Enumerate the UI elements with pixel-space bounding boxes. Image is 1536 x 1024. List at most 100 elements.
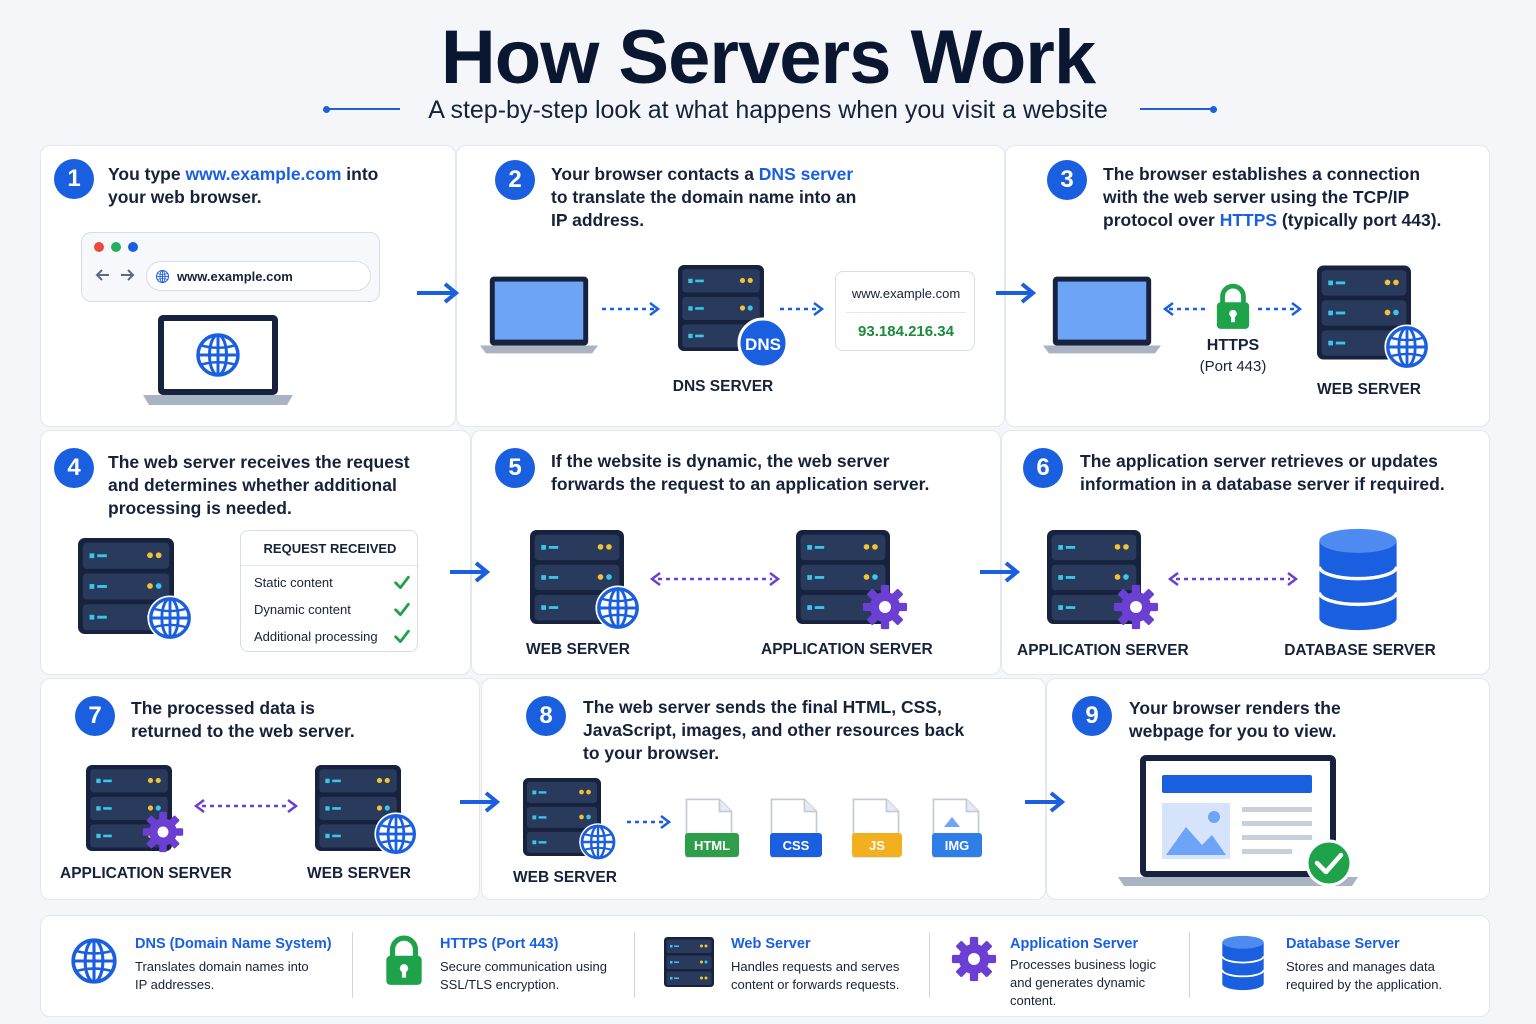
step-2-badge: 2 bbox=[495, 160, 535, 200]
application-server-label: APPLICATION SERVER bbox=[60, 865, 232, 882]
step-5-text: If the website is dynamic, the web serve… bbox=[551, 451, 930, 494]
address-bar[interactable]: www.example.com bbox=[146, 261, 371, 291]
divider bbox=[241, 565, 419, 566]
legend-title-database-server: Database Server bbox=[1286, 936, 1400, 952]
step-7-text: The processed data is returned to the we… bbox=[131, 698, 355, 741]
web-server-label: WEB SERVER bbox=[513, 869, 617, 886]
step-6-badge: 6 bbox=[1023, 448, 1063, 488]
server-icon bbox=[664, 937, 714, 987]
step-1-badge: 1 bbox=[54, 159, 94, 199]
step-2-text: Your browser contacts a DNS server to tr… bbox=[551, 164, 857, 230]
legend-separator bbox=[634, 932, 635, 998]
file-label: JS bbox=[869, 838, 885, 853]
file-label: IMG bbox=[945, 838, 970, 853]
step-5-badge: 5 bbox=[495, 448, 535, 488]
dns-badge-label: DNS bbox=[745, 335, 781, 354]
check-icon bbox=[394, 575, 410, 589]
back-arrow-icon[interactable] bbox=[94, 267, 112, 283]
step-8-text: The web server sends the final HTML, CSS… bbox=[583, 697, 965, 763]
legend-title-dns: DNS (Domain Name System) bbox=[135, 936, 332, 952]
legend-desc-database-server: Stores and manages data required by the … bbox=[1286, 959, 1443, 992]
arrow-step-7-8 bbox=[460, 791, 501, 813]
dotted-double-arrow-icon bbox=[1167, 572, 1299, 586]
web-server-icon bbox=[78, 538, 194, 642]
dotted-double-arrow-icon bbox=[193, 799, 299, 813]
legend-desc-https: Secure communication using SSL/TLS encry… bbox=[440, 959, 607, 992]
legend-desc-application-server: Processes business logic and generates d… bbox=[1010, 957, 1156, 1008]
check-icon bbox=[394, 629, 410, 643]
js-file-icon: JS bbox=[852, 798, 902, 858]
dns-server-label: DNS SERVER bbox=[672, 378, 774, 395]
request-item: Additional processing bbox=[254, 629, 378, 644]
dotted-arrow-icon bbox=[780, 302, 825, 316]
step-5-panel bbox=[471, 430, 1001, 675]
lock-icon bbox=[1214, 283, 1252, 331]
gear-icon bbox=[951, 936, 997, 982]
dotted-arrow-icon bbox=[602, 302, 661, 316]
legend-title-application-server: Application Server bbox=[1010, 936, 1139, 952]
web-server-icon bbox=[530, 530, 642, 632]
step-8-badge: 8 bbox=[526, 696, 566, 736]
request-box-title: REQUEST RECEIVED bbox=[263, 541, 397, 556]
dns-lookup-ip: 93.184.216.34 bbox=[858, 323, 954, 340]
step-4-text: The web server receives the request and … bbox=[108, 452, 410, 518]
legend-desc-web-server: Handles requests and serves content or f… bbox=[731, 959, 900, 992]
web-server-label: WEB SERVER bbox=[526, 641, 630, 658]
laptop-icon bbox=[480, 276, 598, 354]
globe-icon bbox=[68, 935, 120, 987]
file-label: CSS bbox=[783, 838, 810, 853]
legend-title-web-server: Web Server bbox=[731, 936, 811, 952]
application-server-icon bbox=[86, 765, 184, 853]
step-6-text: The application server retrieves or upda… bbox=[1080, 451, 1445, 494]
browser-window: www.example.com bbox=[81, 232, 380, 302]
address-bar-url: www.example.com bbox=[177, 269, 293, 284]
legend-separator bbox=[352, 932, 353, 998]
arrow-step-5-6 bbox=[980, 561, 1021, 583]
application-server-icon bbox=[1047, 530, 1159, 630]
css-file-icon: CSS bbox=[770, 798, 822, 858]
arrow-step-1-2 bbox=[417, 282, 460, 304]
application-server-label: APPLICATION SERVER bbox=[1017, 642, 1189, 659]
html-file-icon: HTML bbox=[685, 798, 739, 858]
request-item: Static content bbox=[254, 575, 333, 590]
dns-lookup-domain: www.example.com bbox=[851, 286, 961, 301]
check-icon bbox=[394, 602, 410, 616]
laptop-webpage-icon bbox=[1118, 755, 1358, 887]
step-7-badge: 7 bbox=[75, 696, 115, 736]
step-4-badge: 4 bbox=[54, 448, 94, 488]
legend-title-https: HTTPS (Port 443) bbox=[440, 936, 559, 952]
file-label: HTML bbox=[694, 838, 730, 853]
application-server-icon bbox=[796, 530, 908, 630]
request-received-box: REQUEST RECEIVED Static content Dynamic … bbox=[240, 530, 419, 652]
globe-icon bbox=[155, 269, 170, 284]
step-3-text: The browser establishes a connection wit… bbox=[1103, 164, 1442, 230]
laptop-icon bbox=[143, 315, 293, 405]
arrow-step-4-5 bbox=[450, 561, 491, 583]
laptop-icon bbox=[1043, 276, 1161, 354]
step-9-badge: 9 bbox=[1072, 696, 1112, 736]
dns-server-icon: DNS bbox=[678, 265, 789, 369]
web-server-icon bbox=[1317, 265, 1431, 371]
dotted-double-arrow-icon bbox=[1162, 302, 1205, 316]
window-controls bbox=[94, 242, 138, 252]
forward-arrow-icon[interactable] bbox=[118, 267, 136, 283]
legend-separator bbox=[929, 932, 930, 998]
dotted-arrow-icon bbox=[627, 815, 672, 829]
legend-separator bbox=[1189, 932, 1190, 998]
page-subtitle: A step-by-step look at what happens when… bbox=[428, 96, 1108, 124]
step-1-text: You type www.example.com into your web b… bbox=[108, 164, 379, 207]
web-server-icon bbox=[315, 765, 419, 857]
dotted-double-arrow-icon bbox=[649, 572, 781, 586]
dns-lookup-box: www.example.com 93.184.216.34 bbox=[835, 271, 975, 351]
step-9-text: Your browser renders the webpage for you… bbox=[1129, 698, 1341, 741]
step-3-badge: 3 bbox=[1047, 160, 1087, 200]
arrow-step-8-9 bbox=[1025, 791, 1066, 813]
application-server-label: APPLICATION SERVER bbox=[761, 641, 933, 658]
database-server-label: DATABASE SERVER bbox=[1284, 642, 1436, 659]
request-item: Dynamic content bbox=[254, 602, 351, 617]
database-icon bbox=[1221, 935, 1265, 991]
dotted-arrow-icon bbox=[1258, 302, 1303, 316]
database-icon bbox=[1317, 528, 1399, 631]
subtitle-line-left bbox=[323, 105, 400, 113]
web-server-label: WEB SERVER bbox=[307, 865, 411, 882]
